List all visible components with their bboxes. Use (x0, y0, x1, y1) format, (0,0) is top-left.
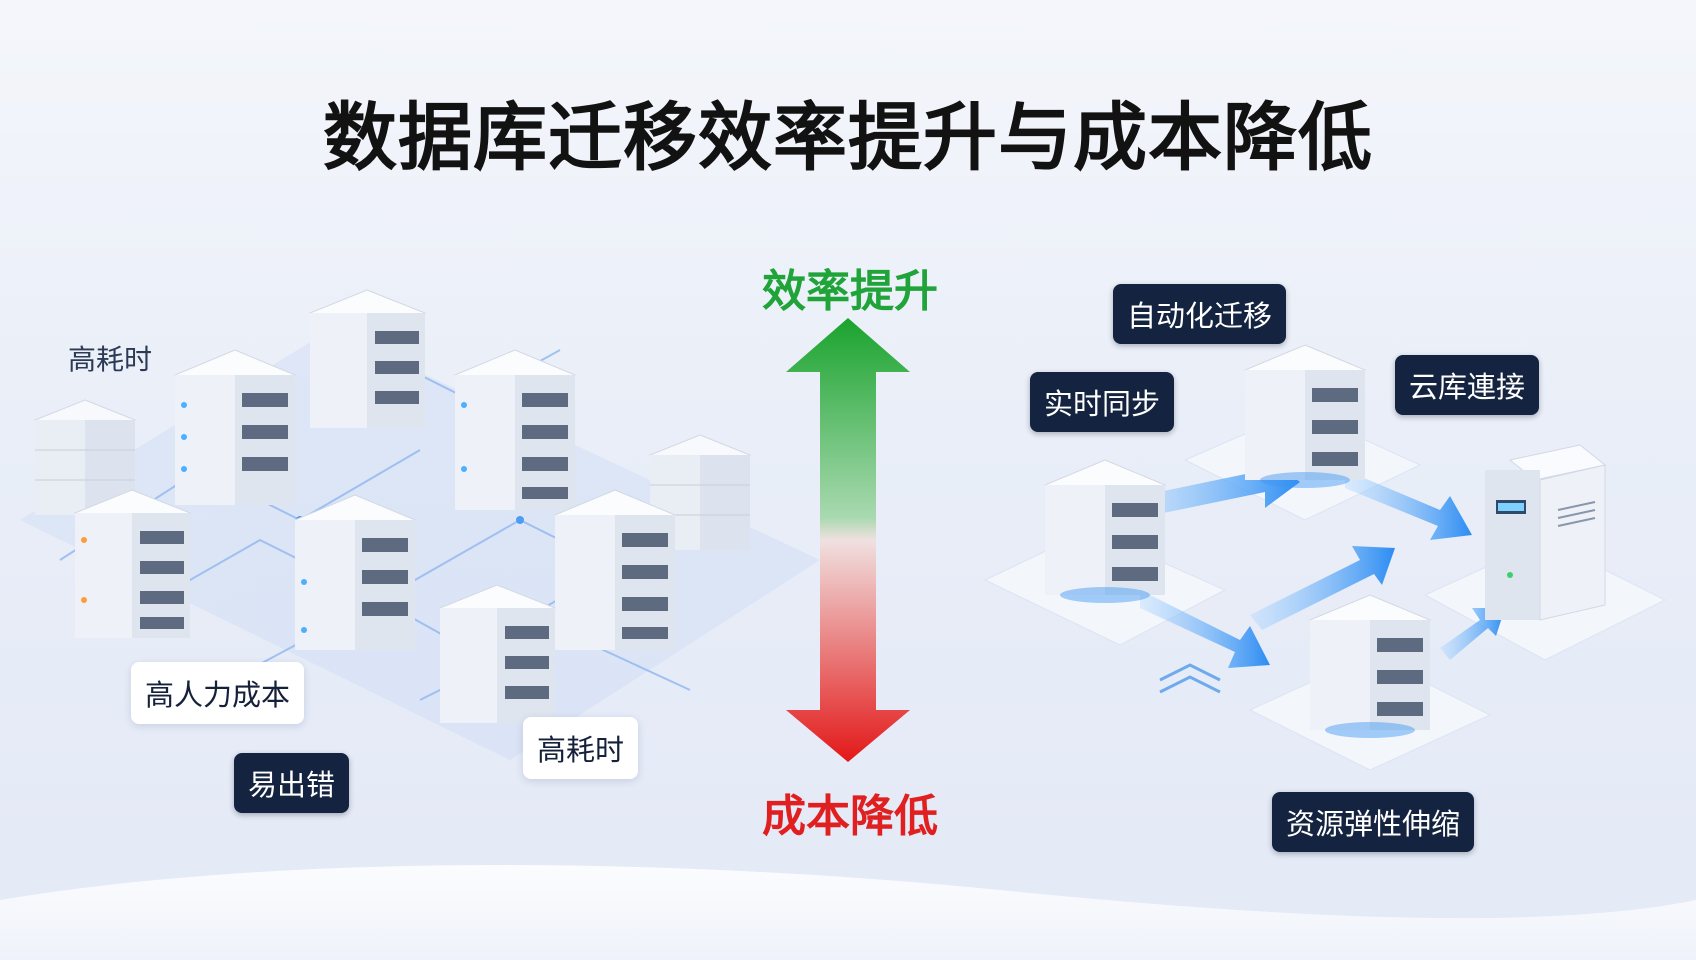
page-title: 数据库迁移效率提升与成本降低 (323, 95, 1373, 181)
server-stack (173, 349, 297, 505)
cloud-server-tower (1485, 444, 1607, 621)
tag-automated-migration: 自动化迁移 (1113, 284, 1287, 344)
label-time-consuming: 高耗时 (68, 343, 153, 376)
server-stack (293, 494, 417, 650)
tag-high-labor-cost: 高人力成本 (131, 662, 305, 724)
server-stack (1243, 344, 1367, 488)
server-stack (1308, 594, 1432, 738)
efficiency-cost-arrow (786, 318, 910, 762)
tag-elastic-scaling: 资源弹性伸缩 (1272, 792, 1475, 852)
tag-realtime-sync: 实时同步 (1030, 372, 1175, 432)
server-stack (438, 584, 557, 723)
cost-down-label: 成本降低 (762, 791, 938, 842)
server-stack (73, 489, 192, 638)
server-stack (453, 349, 577, 510)
server-stack (648, 434, 752, 550)
server-stack (553, 489, 677, 650)
tag-error-prone: 易出错 (234, 753, 350, 813)
efficiency-up-label: 效率提升 (762, 266, 938, 317)
server-stack (1043, 459, 1167, 603)
tag-cloud-connection: 云库連接 (1395, 355, 1540, 415)
server-stack (308, 289, 427, 428)
tag-time-consuming: 高耗时 (523, 717, 639, 779)
